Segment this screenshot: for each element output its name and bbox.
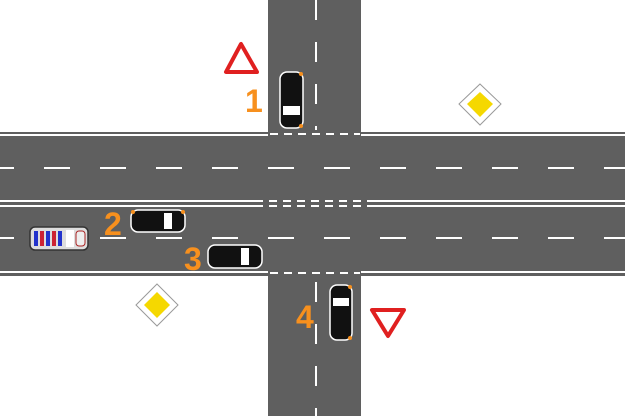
yield-sign — [370, 308, 406, 338]
car-2 — [130, 209, 186, 233]
car-4 — [329, 284, 353, 341]
horizontal-road — [0, 132, 625, 276]
car-4-label: 4 — [296, 299, 314, 335]
car-2-label: 2 — [104, 206, 122, 242]
double-solid-line — [0, 200, 625, 207]
priority-road-sign-top-right — [458, 83, 502, 126]
car-3 — [207, 244, 263, 269]
car-1-label: 1 — [245, 83, 263, 119]
crossing-dashes — [255, 133, 370, 274]
police-car — [29, 226, 89, 251]
car-3-label: 3 — [184, 241, 202, 277]
priority-road-sign-bottom-left — [135, 283, 179, 327]
car-1 — [279, 71, 304, 129]
warning-triangle-sign — [224, 42, 259, 74]
edge-lines — [0, 134, 625, 273]
